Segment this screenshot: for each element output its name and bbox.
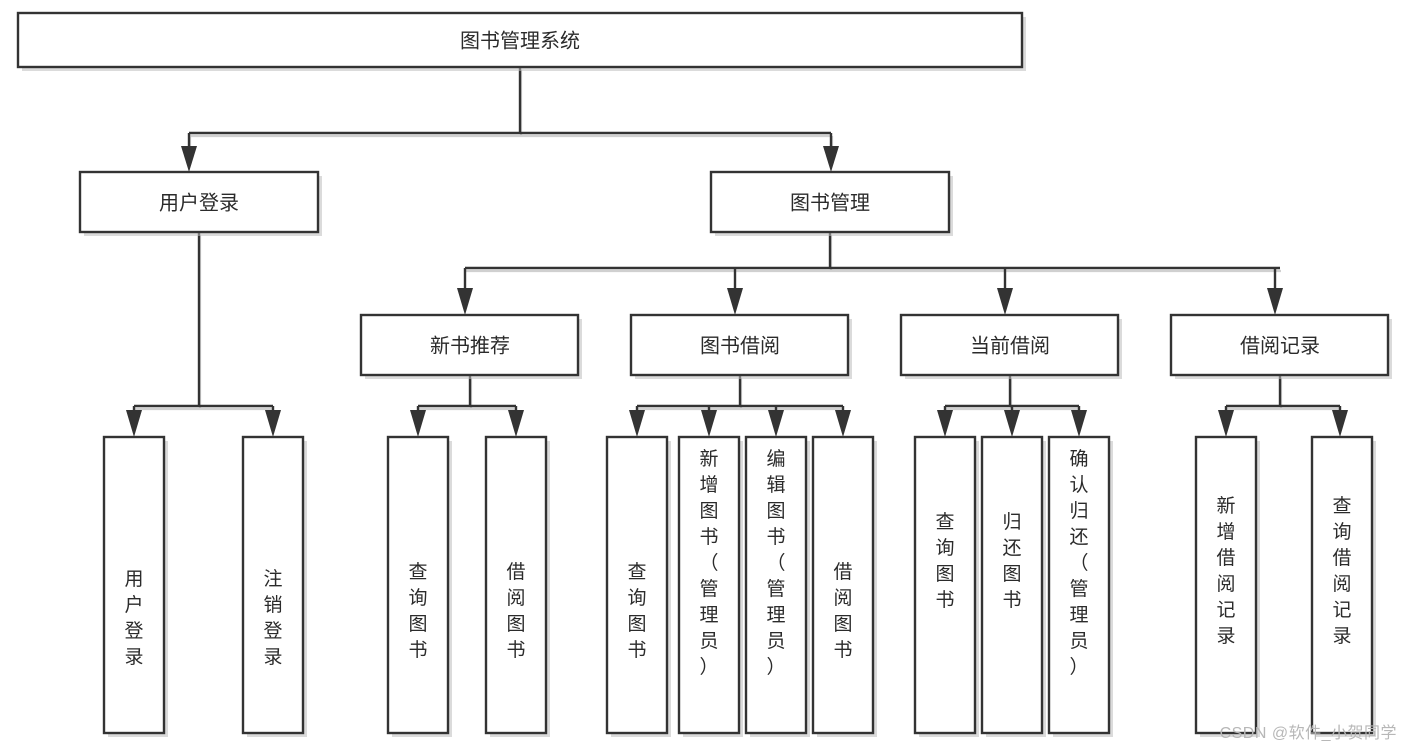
leaf-borrow-book-2-label: 借阅图书 [833,561,852,661]
leaf-edit-book-label: 编辑图书（管理员） [766,448,785,678]
connector-newbookrec-to-leaves [410,375,524,437]
node-leaf-borrow-book-1[interactable]: 借阅图书 [484,435,550,737]
csdn-watermark: CSDN @软件_小贺同学 [1219,725,1397,742]
leaf-query-record-box[interactable] [1310,435,1374,735]
new-book-rec-box[interactable] [359,313,580,377]
leaf-borrow-book-2-box[interactable] [811,435,875,735]
leaf-add-record-box[interactable] [1194,435,1258,735]
leaf-query-book-1-label: 查询图书 [408,561,427,661]
book-manage-box[interactable] [709,170,951,234]
leaf-borrow-book-1-box[interactable] [484,435,548,735]
current-borrow-label: 当前借阅 [970,334,1050,357]
leaf-query-book-3-label: 查询图书 [935,511,954,611]
node-leaf-add-record[interactable]: 新增借阅记录 [1194,435,1260,737]
root-box[interactable] [16,11,1024,69]
node-book-borrow[interactable]: 图书借阅 [629,313,852,379]
leaf-node-layer: 用户登录 注销登录 查询图书 借阅图书 查询图书 新增图书（管理员） [102,435,1376,737]
leaf-query-book-3-box[interactable] [913,435,977,735]
node-user-login[interactable]: 用户登录 [78,170,322,236]
leaf-return-book-box[interactable] [980,435,1044,735]
node-leaf-add-book[interactable]: 新增图书（管理员） [677,435,743,737]
leaf-borrow-book-1-label: 借阅图书 [506,561,525,661]
leaf-logout-box[interactable] [241,435,305,735]
node-leaf-query-record[interactable]: 查询借阅记录 [1310,435,1376,737]
leaf-query-book-2-box[interactable] [605,435,669,735]
node-current-borrow[interactable]: 当前借阅 [899,313,1122,379]
node-leaf-return-book[interactable]: 归还图书 [980,435,1046,737]
connector-borrowrecord-to-leaves [1218,375,1348,437]
leaf-user-login-label: 用户登录 [124,569,143,668]
connector-layer [126,67,1348,437]
leaf-confirm-return-label: 确认归还（管理员） [1069,448,1088,678]
leaf-add-book-box[interactable] [677,435,741,735]
leaf-query-book-2-label: 查询图书 [627,561,646,661]
node-leaf-confirm-return[interactable]: 确认归还（管理员） [1047,435,1113,737]
node-borrow-record[interactable]: 借阅记录 [1169,313,1392,379]
node-new-book-rec[interactable]: 新书推荐 [359,313,582,379]
node-root[interactable]: 图书管理系统 [16,11,1026,71]
node-leaf-user-login[interactable]: 用户登录 [102,435,168,737]
node-leaf-edit-book[interactable]: 编辑图书（管理员） [744,435,810,737]
book-borrow-box[interactable] [629,313,850,377]
connector-bookmanage-to-level3 [457,232,1283,315]
user-login-label: 用户登录 [159,191,239,214]
leaf-return-book-label: 归还图书 [1002,511,1021,611]
connector-bookborrow-to-leaves [629,375,851,437]
new-book-rec-label: 新书推荐 [430,334,510,357]
connector-userlogin-to-leaves [126,232,281,437]
leaf-add-record-label: 新增借阅记录 [1216,495,1235,647]
leaf-edit-book-box[interactable] [744,435,808,735]
node-leaf-query-book-2[interactable]: 查询图书 [605,435,671,737]
leaf-confirm-return-box[interactable] [1047,435,1111,735]
connector-currentborrow-to-leaves [937,375,1087,437]
leaf-logout-label: 注销登录 [263,568,282,668]
node-leaf-logout[interactable]: 注销登录 [241,435,307,737]
book-manage-label: 图书管理 [790,191,870,214]
node-leaf-query-book-1[interactable]: 查询图书 [386,435,452,737]
connector-root-to-level2 [181,67,839,172]
current-borrow-box[interactable] [899,313,1120,377]
book-borrow-label: 图书借阅 [700,334,780,357]
node-leaf-borrow-book-2[interactable]: 借阅图书 [811,435,877,737]
root-label: 图书管理系统 [460,29,580,52]
borrow-record-box[interactable] [1169,313,1390,377]
node-book-manage[interactable]: 图书管理 [709,170,953,236]
leaf-query-book-1-box[interactable] [386,435,450,735]
leaf-add-book-label: 新增图书（管理员） [699,448,718,678]
leaf-query-record-label: 查询借阅记录 [1332,495,1351,647]
user-login-box[interactable] [78,170,320,234]
borrow-record-label: 借阅记录 [1240,334,1320,357]
leaf-user-login-box[interactable] [102,435,166,735]
node-leaf-query-book-3[interactable]: 查询图书 [913,435,979,737]
